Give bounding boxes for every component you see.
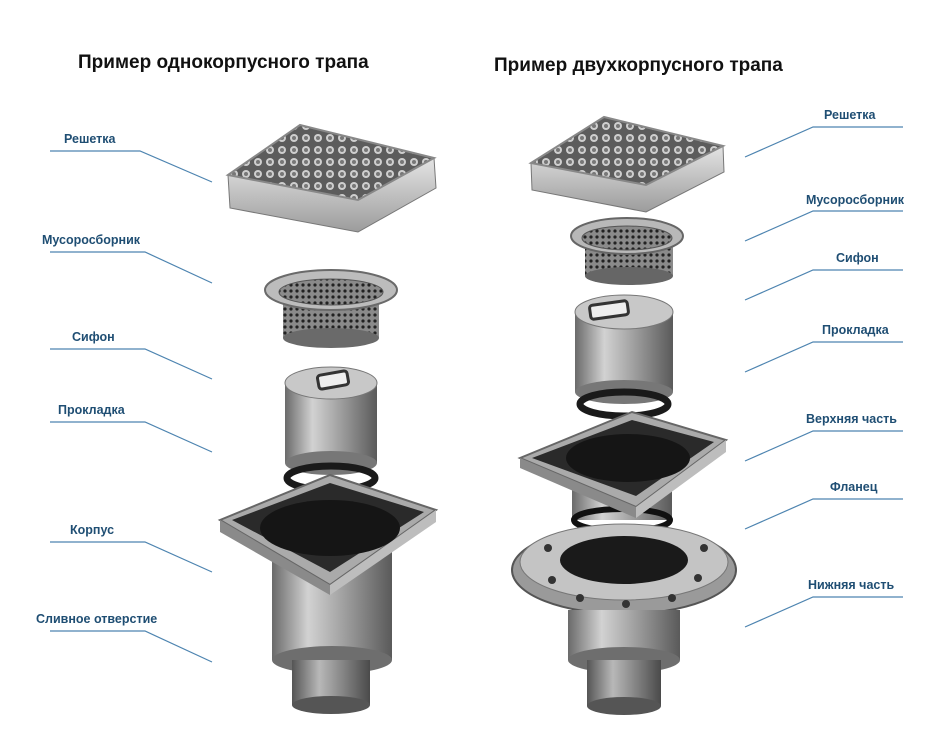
label-single-siphon: Сифон — [72, 330, 115, 344]
leader-double-siphon — [744, 269, 903, 301]
single-siphon — [284, 366, 378, 475]
label-double-siphon: Сифон — [836, 251, 879, 265]
leader-double-strainer — [744, 210, 903, 242]
double-drain-illustration — [511, 115, 737, 715]
title-single-drain: Пример однокорпусного трапа — [78, 52, 369, 73]
leader-double-flange — [744, 498, 903, 530]
leader-single-gasket — [50, 421, 213, 453]
label-single-strainer: Мусоросборник — [42, 233, 141, 247]
leaders-single — [50, 150, 213, 663]
leader-single-strainer — [50, 251, 213, 284]
double-siphon — [574, 294, 674, 404]
leaders-double — [744, 126, 903, 628]
double-upper-part — [517, 410, 729, 534]
title-double-drain: Пример двухкорпусного трапа — [494, 55, 783, 76]
single-strainer — [264, 269, 398, 348]
label-double-grate: Решетка — [824, 108, 876, 122]
label-single-outlet: Сливное отверстие — [36, 612, 158, 626]
single-body — [217, 473, 439, 714]
label-single-gasket: Прокладка — [58, 403, 125, 417]
leader-single-siphon — [50, 348, 213, 380]
leader-double-grate — [744, 126, 903, 158]
single-drain-illustration — [217, 123, 439, 714]
label-double-upper: Верхняя часть — [806, 412, 897, 426]
label-double-flange: Фланец — [830, 480, 878, 494]
leader-single-grate — [50, 150, 213, 183]
leader-double-lower — [744, 596, 903, 628]
double-strainer — [570, 217, 684, 285]
label-double-strainer: Мусоросборник — [806, 193, 905, 207]
double-flange — [511, 523, 737, 615]
leader-double-gasket — [744, 341, 903, 373]
label-double-gasket: Прокладка — [822, 323, 889, 337]
label-single-body: Корпус — [70, 523, 115, 537]
label-single-grate: Решетка — [64, 132, 116, 146]
label-double-lower: Нижняя часть — [808, 578, 895, 592]
leader-double-upper — [744, 430, 903, 462]
double-lower-part — [568, 610, 680, 715]
leader-single-outlet — [50, 630, 213, 663]
double-grate — [528, 115, 726, 213]
single-grate — [225, 123, 437, 233]
leader-single-body — [50, 541, 213, 573]
